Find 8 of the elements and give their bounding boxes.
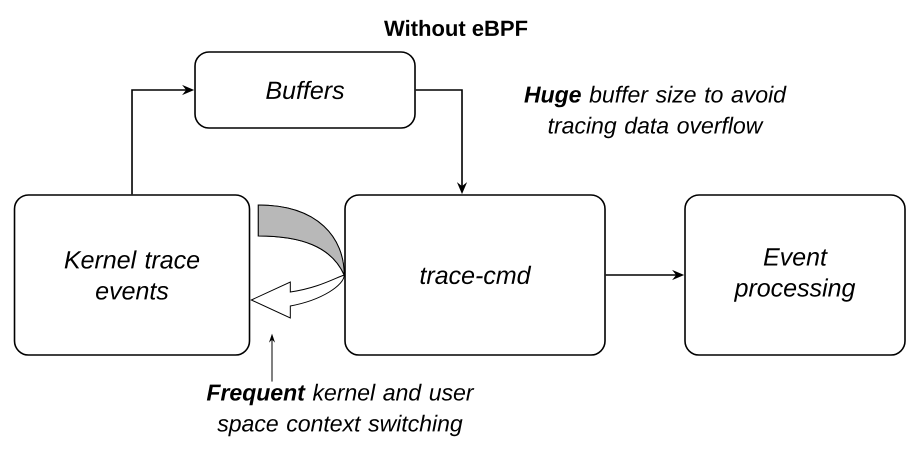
callout-text: Frequent kernel and user space context switching: [206, 384, 474, 436]
buffer-box: Buffers: [194, 51, 416, 129]
note: Huge buffer size to avoid tracing data overflow: [524, 86, 787, 138]
process-box: Event processing: [684, 194, 906, 356]
title: Without eBPF: [384, 20, 528, 36]
process-box: Kernel trace events: [14, 194, 250, 356]
process-box: trace-cmd: [344, 194, 606, 356]
curved-arrow: [250, 204, 345, 318]
